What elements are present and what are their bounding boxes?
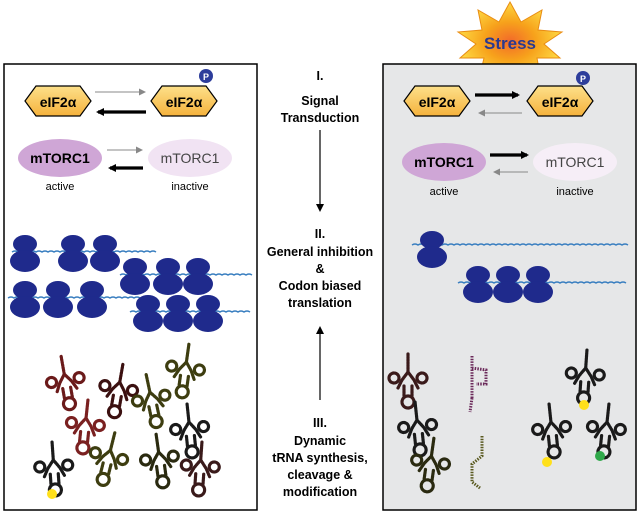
right-panel: eIF2α eIF2α P mTORC1 active mTORC1 inact… [382, 63, 637, 511]
mrna-strand [11, 250, 157, 253]
right-eif2a-phosphorylated: eIF2α P [526, 71, 594, 117]
ribosome [463, 266, 493, 303]
ribosome [493, 266, 523, 303]
ribosome [153, 258, 183, 295]
ribosome [417, 231, 447, 268]
trna [564, 348, 606, 406]
left-mtorc1-inactive: mTORC1 inactive [148, 139, 232, 193]
trna [169, 402, 211, 460]
right-eif2a-p-label: eIF2α [542, 94, 579, 110]
mrna-strand [119, 273, 253, 276]
mrna-strand [411, 243, 629, 246]
ribosome [163, 295, 193, 332]
step3-line-synthesis: tRNA synthesis, [272, 451, 367, 465]
right-phospho-icon [576, 71, 590, 85]
step3-line-cleavage: cleavage & [287, 468, 352, 482]
right-mtorc1-active-label: mTORC1 [414, 154, 474, 170]
ribosome [183, 258, 213, 295]
step2-line-and: & [315, 262, 324, 276]
trna [585, 402, 627, 460]
right-eif2a-unphosphorylated: eIF2α [403, 85, 471, 117]
left-eif2a-unphosphorylated: eIF2α [24, 85, 92, 117]
trna [64, 398, 106, 456]
trna [130, 373, 172, 430]
right-polysomes [411, 231, 629, 303]
trna [138, 432, 180, 490]
trna [531, 402, 573, 460]
right-modification-dot-2 [542, 457, 552, 467]
step3-line-dynamic: Dynamic [294, 434, 346, 448]
center-step-2: II. General inhibition & Codon biased tr… [267, 227, 373, 310]
ribosome [58, 235, 88, 272]
ribosome [77, 281, 107, 318]
step3-number: III. [313, 416, 327, 430]
trna [88, 431, 130, 488]
trna-fragment [470, 436, 484, 490]
left-mtorc1-active: mTORC1 active [18, 139, 102, 193]
step2-line-translation: translation [288, 296, 352, 310]
stress-label: Stress [484, 34, 536, 53]
right-modification-dot-1 [579, 400, 589, 410]
left-panel: eIF2α eIF2α P mTORC1 active mTORC1 inact… [3, 63, 258, 511]
step1-line-signal: Signal [301, 94, 339, 108]
step2-line-codon: Codon biased [279, 279, 362, 293]
left-trna-cluster [33, 342, 221, 499]
right-mtorc1-active: mTORC1 active [402, 143, 486, 198]
left-modification-dot [47, 489, 57, 499]
ribosome [43, 281, 73, 318]
left-mtorc1-active-label: mTORC1 [30, 150, 90, 166]
step2-line-general: General inhibition [267, 245, 373, 259]
right-inactive-label: inactive [556, 186, 593, 198]
left-inactive-label: inactive [171, 181, 208, 193]
right-active-label: active [430, 186, 459, 198]
ribosome [90, 235, 120, 272]
trna [179, 440, 221, 498]
left-phospho-icon [199, 69, 213, 83]
left-polysomes [7, 235, 253, 332]
ribosome [10, 281, 40, 318]
left-eif2a-label: eIF2α [40, 94, 77, 110]
step1-line-transduction: Transduction [281, 111, 359, 125]
ribosome [523, 266, 553, 303]
step2-number: II. [315, 227, 325, 241]
step3-line-modification: modification [283, 485, 357, 499]
left-eif2a-p-label: eIF2α [166, 94, 203, 110]
trna [387, 352, 429, 410]
ribosome [10, 235, 40, 272]
trna [397, 400, 439, 458]
trna [98, 362, 140, 420]
right-mtorc1-inactive: mTORC1 inactive [533, 143, 617, 198]
trna [165, 342, 207, 400]
right-phospho-label: P [580, 74, 586, 84]
ribosome [120, 258, 150, 295]
left-eif2a-phosphorylated: eIF2α P [150, 69, 218, 117]
right-mtorc1-inactive-label: mTORC1 [546, 154, 605, 170]
step1-number: I. [317, 69, 324, 83]
ribosome [193, 295, 223, 332]
trna-fragment [468, 356, 488, 413]
left-active-label: active [46, 181, 75, 193]
left-phospho-label: P [203, 72, 209, 82]
right-trna-cluster [387, 348, 627, 494]
right-eif2a-label: eIF2α [419, 94, 456, 110]
center-step-1: I. Signal Transduction [281, 69, 359, 125]
trna [410, 436, 452, 494]
trna [44, 354, 86, 412]
left-mtorc1-inactive-label: mTORC1 [161, 150, 220, 166]
right-modification-dot-3 [595, 451, 605, 461]
center-step-3: III. Dynamic tRNA synthesis, cleavage & … [272, 416, 367, 499]
ribosome [133, 295, 163, 332]
